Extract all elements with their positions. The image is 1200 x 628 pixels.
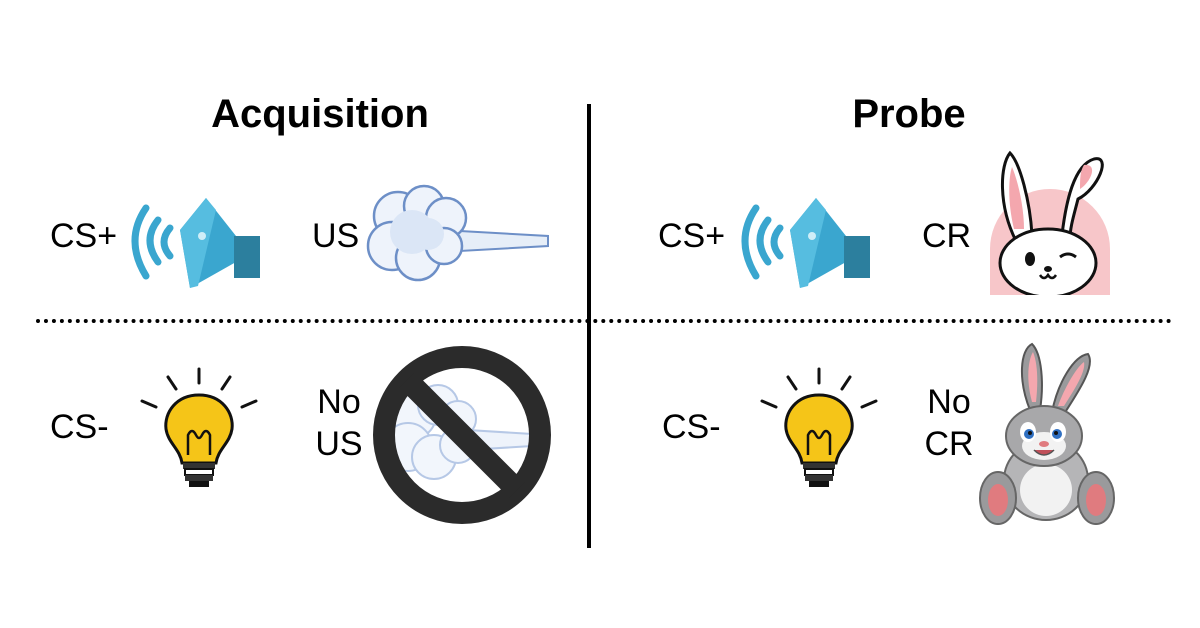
acquisition-no-us-line2: US — [315, 425, 363, 463]
acquisition-us-label: US — [312, 217, 360, 255]
air-puff-icon — [362, 180, 552, 295]
probe-cr-label: CR — [922, 217, 972, 255]
probe-cs-plus-label: CS+ — [658, 217, 726, 255]
vertical-divider — [587, 104, 591, 548]
winking-rabbit-icon — [986, 145, 1114, 295]
light-bulb-icon — [136, 365, 262, 495]
speaker-icon — [738, 190, 878, 290]
acquisition-cs-minus-label: CS- — [50, 408, 109, 446]
acquisition-no-us-line1: No — [317, 383, 361, 421]
horizontal-dotted-divider — [36, 319, 1172, 323]
probe-no-cr-label: No CR — [914, 381, 984, 465]
light-bulb-icon — [756, 365, 882, 495]
acquisition-no-us-label: No US — [304, 381, 374, 465]
probe-title: Probe — [852, 92, 966, 136]
speaker-icon — [128, 190, 268, 290]
prohibition-icon — [370, 343, 554, 527]
probe-no-cr-line2: CR — [924, 425, 974, 463]
acquisition-cs-plus-label: CS+ — [50, 217, 118, 255]
probe-cs-minus-label: CS- — [662, 408, 721, 446]
probe-no-cr-line1: No — [927, 383, 971, 421]
acquisition-title: Acquisition — [211, 92, 429, 136]
open-eyed-rabbit-icon — [978, 340, 1118, 530]
